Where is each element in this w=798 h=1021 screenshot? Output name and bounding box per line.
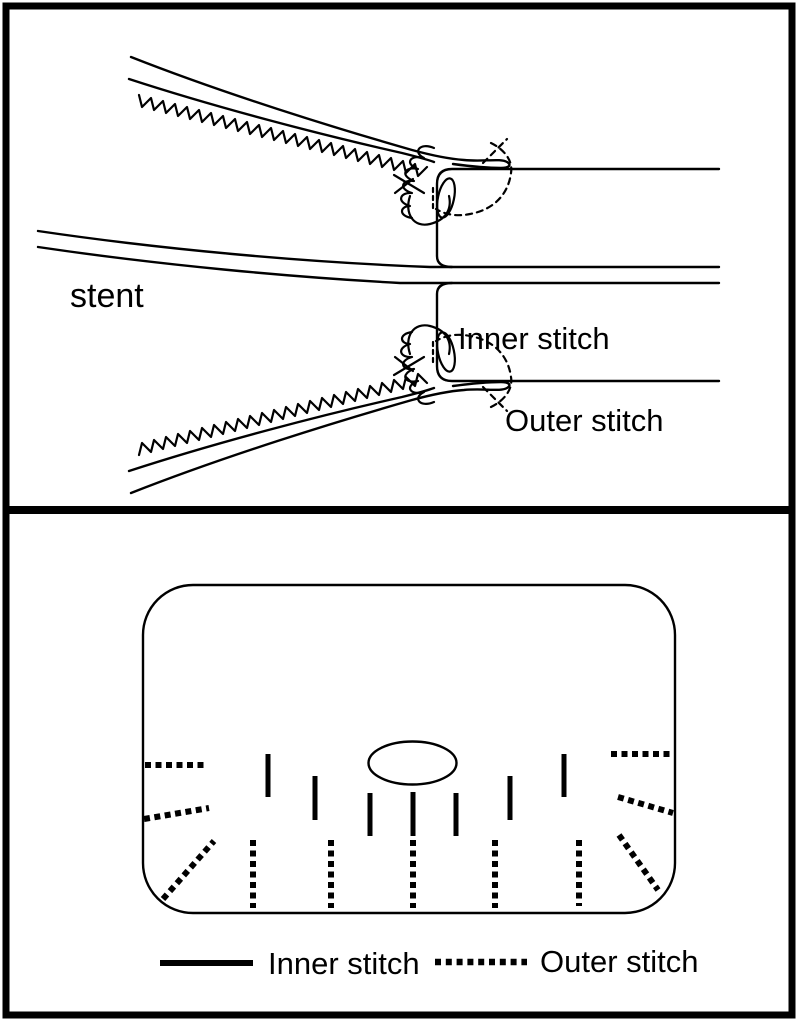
tissue-zigzag-edge (137, 93, 429, 178)
outer-stitch-line (143, 805, 210, 822)
thread-arrow-lines (392, 173, 426, 195)
outer-stitch-line (616, 833, 661, 892)
outer-stitch-lines (143, 751, 674, 908)
outer-stitch-line (160, 839, 217, 901)
inner-stitch-lines (265, 754, 567, 836)
legend-outer-label: Outer stitch (540, 944, 699, 979)
stent-edge-corner (435, 167, 721, 269)
outer-stitch-line (617, 794, 674, 816)
top-panel-cross-section: stent Inner stitch Outer stitch (36, 55, 721, 495)
legend-inner-label: Inner stitch (268, 946, 420, 981)
suture-knot-blob (407, 194, 451, 226)
patch-outline (141, 583, 677, 915)
stent-label: stent (70, 277, 144, 315)
outer-stitch-label: Outer stitch (505, 403, 664, 438)
stent-lower-line (36, 245, 721, 285)
center-opening-ellipse (367, 740, 458, 786)
stent-upper-line (36, 229, 721, 269)
suture-coil (400, 145, 436, 220)
tissue-and-stitch-assembly-lower (127, 281, 721, 495)
inner-stitch-label: Inner stitch (458, 321, 610, 356)
hidden-suture-tick (481, 137, 509, 165)
stitch-knot-ellipse (436, 177, 456, 219)
hidden-suture-arc (434, 141, 513, 217)
tissue-and-stitch-assembly-upper (127, 55, 721, 269)
tissue-inner-curve (127, 77, 436, 164)
legend: Inner stitch Outer stitch (160, 944, 699, 981)
bottom-panel-stitch-map: Inner stitch Outer stitch (141, 583, 699, 981)
